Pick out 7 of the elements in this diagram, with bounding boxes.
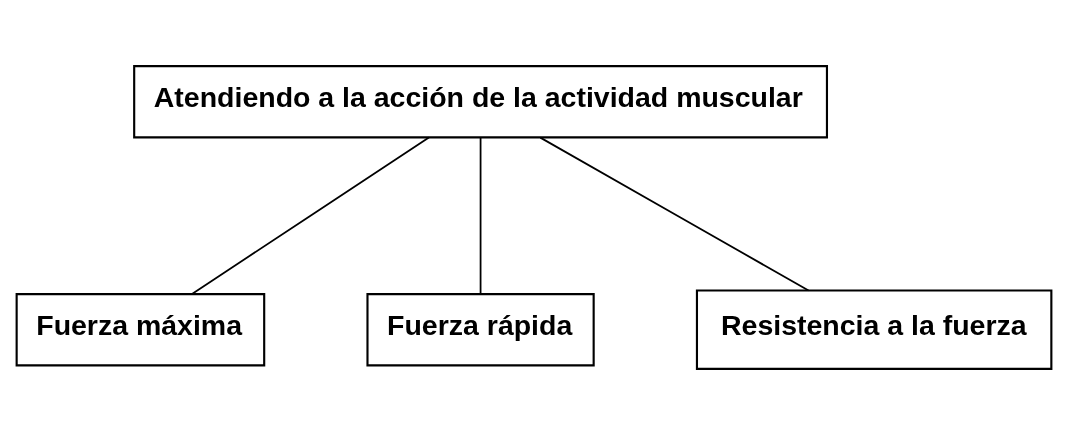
- node-box: Fuerza máxima: [15, 292, 266, 366]
- node-box: Fuerza rápida: [366, 292, 595, 366]
- connector: [479, 136, 482, 294]
- node-box: Resistencia a la fuerza: [695, 288, 1053, 370]
- connector: [539, 136, 810, 291]
- node-box: Atendiendo a la acción de la actividad muscular: [133, 64, 829, 138]
- connector: [191, 136, 430, 295]
